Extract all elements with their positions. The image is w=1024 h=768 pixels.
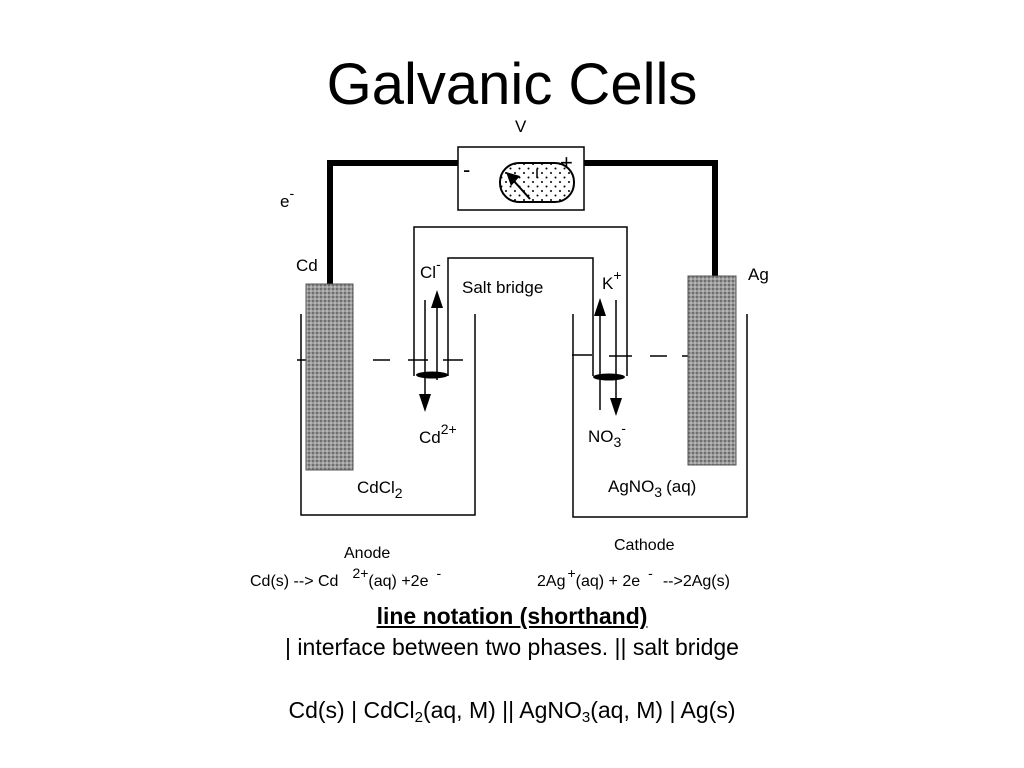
cadmium-ion-label: Cd2+ bbox=[419, 421, 457, 447]
salt-bridge-plug-right bbox=[593, 373, 625, 381]
voltmeter-needle bbox=[512, 179, 531, 200]
potassium-ion-label: K+ bbox=[602, 267, 622, 293]
anode-title: Anode bbox=[344, 545, 390, 562]
galvanic-cell-diagram: V - + e- Salt bridge Cl- K+ Cd Ag Cd2+ N… bbox=[250, 117, 769, 590]
nitrate-ion-label: NO3- bbox=[588, 420, 626, 450]
salt-bridge-label: Salt bridge bbox=[462, 278, 543, 297]
anode-beaker bbox=[300, 314, 476, 516]
anion-arrow-down-right bbox=[610, 300, 622, 416]
silver-electrode-label: Ag bbox=[748, 265, 769, 284]
external-wire-left bbox=[327, 160, 458, 292]
cadmium-electrode bbox=[305, 283, 354, 471]
voltmeter bbox=[457, 146, 585, 211]
cation-arrow-down-left bbox=[419, 300, 431, 412]
slide-title: Galvanic Cells bbox=[326, 52, 698, 117]
silver-electrode bbox=[687, 275, 737, 466]
cathode-half-reaction: 2Ag+(aq) + 2e--->2Ag(s) bbox=[537, 565, 730, 590]
chloride-ion-label: Cl- bbox=[420, 256, 441, 282]
line-notation-section: line notation (shorthand) | interface be… bbox=[0, 600, 1024, 725]
notation-legend: | interface between two phases. || salt … bbox=[285, 634, 739, 660]
cathode-title: Cathode bbox=[614, 537, 675, 554]
voltmeter-positive-sign: + bbox=[560, 150, 573, 175]
cathode-solution-label: AgNO3(aq) bbox=[608, 477, 696, 500]
anion-arrow-up bbox=[431, 290, 443, 380]
salt-bridge-tube bbox=[413, 226, 628, 376]
cation-arrow-up-right bbox=[594, 298, 606, 410]
cadmium-electrode-label: Cd bbox=[296, 256, 318, 275]
cathode-beaker bbox=[572, 314, 748, 518]
anode-solution-label: CdCl2 bbox=[357, 478, 403, 501]
notation-heading: line notation (shorthand) bbox=[376, 603, 648, 629]
external-wire-right bbox=[584, 160, 718, 280]
voltmeter-label: V bbox=[515, 117, 527, 136]
electron-label: e- bbox=[280, 185, 294, 211]
cathode-liquid-level bbox=[572, 354, 692, 357]
voltmeter-negative-sign: - bbox=[463, 157, 470, 182]
salt-bridge-plug-left bbox=[416, 371, 448, 379]
cell-line-notation: Cd(s) | CdCl2(aq, M) || AgNO3(aq, M) | A… bbox=[288, 697, 736, 726]
